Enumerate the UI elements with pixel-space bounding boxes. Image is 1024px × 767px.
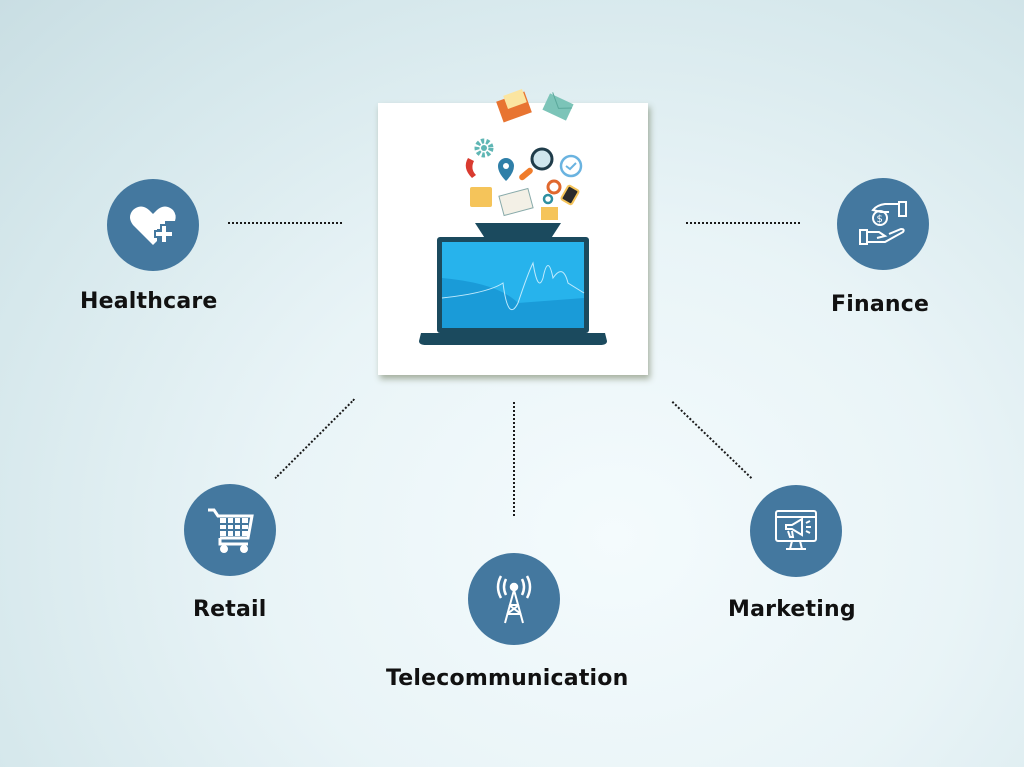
- finance-label: Finance: [831, 292, 930, 317]
- mobile-icon: [560, 184, 580, 206]
- heart-plus-icon: [130, 206, 176, 245]
- megaphone-monitor-icon: [775, 510, 817, 550]
- healthcare-node[interactable]: [107, 179, 199, 271]
- telecommunication-node[interactable]: [468, 553, 560, 645]
- connector-marketing: [671, 401, 753, 479]
- clock-check-icon: [559, 154, 583, 178]
- gear-icon: [474, 138, 494, 158]
- location-pin-icon: [498, 158, 514, 181]
- marketing-label: Marketing: [728, 597, 856, 622]
- envelope-icon: [542, 92, 574, 121]
- healthcare-label: Healthcare: [80, 289, 218, 314]
- central-laptop-illustration: [378, 103, 648, 375]
- connector-retail: [274, 398, 355, 480]
- svg-text:$: $: [877, 214, 883, 225]
- marketing-node[interactable]: [750, 485, 842, 577]
- gear-small-icon: [546, 179, 562, 195]
- signal-tower-icon: [496, 575, 532, 624]
- phone-icon: [465, 158, 476, 178]
- telecommunication-label: Telecommunication: [386, 666, 629, 691]
- connector-healthcare: [228, 222, 342, 224]
- connector-finance: [686, 222, 800, 224]
- envelope-icons: [496, 89, 574, 123]
- envelope-open-icon: [496, 89, 532, 123]
- document-icon: [470, 187, 492, 207]
- mail-small-icon: [541, 207, 558, 220]
- retail-node[interactable]: [184, 484, 276, 576]
- retail-label: Retail: [193, 597, 267, 622]
- shopping-cart-icon: [208, 508, 254, 553]
- finance-node[interactable]: $: [837, 178, 929, 270]
- magnifier-icon: [519, 147, 554, 181]
- hand-coin-icon: $: [859, 201, 907, 245]
- book-icon: [498, 187, 534, 217]
- connector-telecom: [513, 402, 515, 516]
